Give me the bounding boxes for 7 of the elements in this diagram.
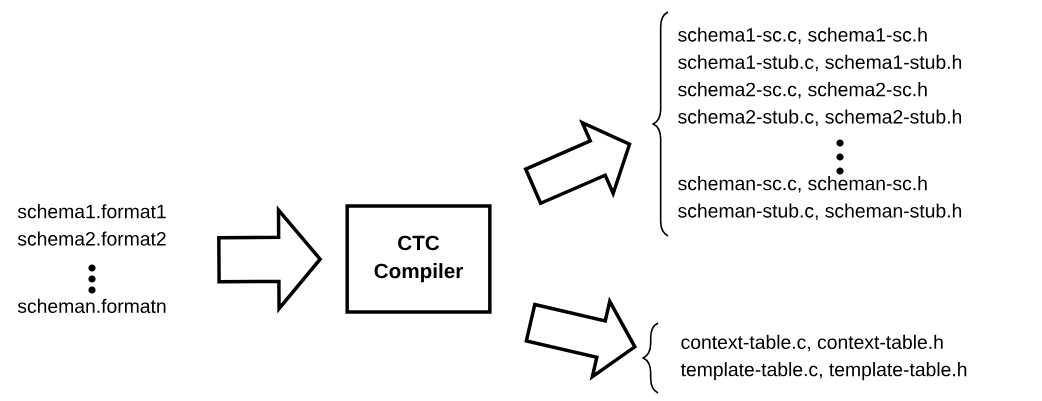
file-list: schema1.format1 schema2.format2 scheman.formatn	[17, 204, 166, 313]
file-list: schema1-sc.c, schema1-sc.h schema1-stub.c, schema1-stub.h schema2-sc.c, schema2-sc.h schema2-stub.c, schema2-stub.h scheman-sc.c, scheman-sc.h scheman-stub.c, scheman-stub.h	[678, 27, 962, 220]
block-arrow	[217, 205, 323, 314]
file-list: context-table.c, context-table.h template-table.c, template-table.h	[680, 334, 967, 381]
block-arrow	[524, 296, 638, 381]
block-arrow	[523, 119, 632, 206]
process-box: CTC Compiler	[345, 204, 492, 314]
